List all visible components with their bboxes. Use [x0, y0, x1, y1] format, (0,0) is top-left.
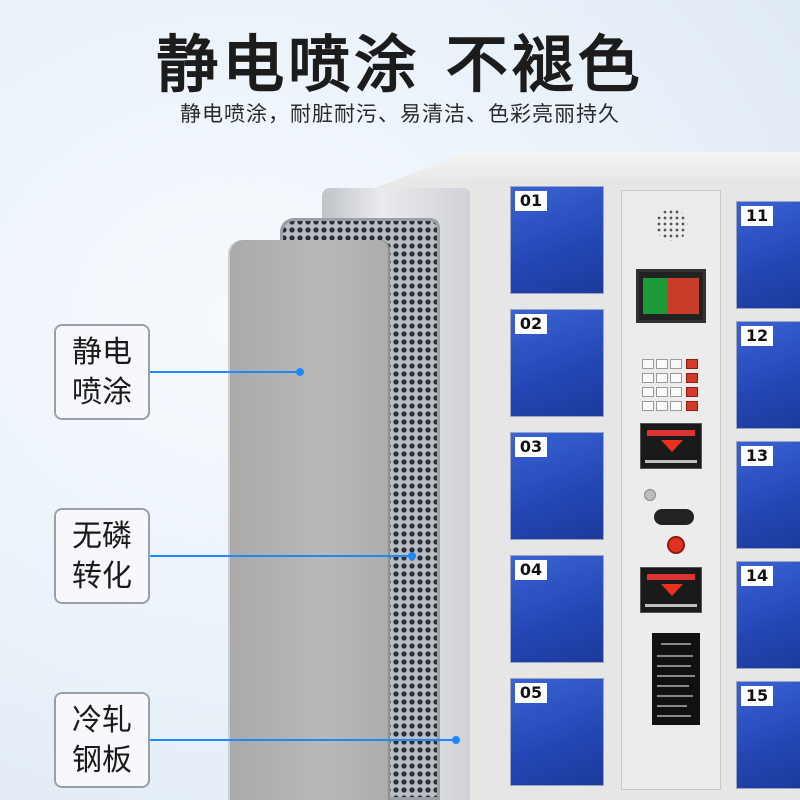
instruction-plate — [652, 633, 700, 725]
locker-number: 11 — [741, 206, 773, 226]
button-label — [654, 509, 694, 525]
keyhole — [644, 489, 656, 501]
locker-number: 14 — [741, 566, 773, 586]
deposit-sign — [640, 423, 702, 469]
control-panel — [621, 190, 721, 790]
callout-phosphorus-free: 无磷 转化 — [54, 508, 150, 604]
locker-door: 02 — [510, 309, 604, 417]
callout-text: 静电 — [72, 335, 132, 370]
locker-door: 04 — [510, 555, 604, 663]
leader-line — [150, 371, 300, 373]
subline: 静电喷涂，耐脏耐污、易清洁、色彩亮丽持久 — [180, 102, 620, 126]
locker-number: 13 — [741, 446, 773, 466]
locker-door: 15 — [736, 681, 800, 789]
locker-number: 15 — [741, 686, 773, 706]
display-screen — [636, 269, 706, 323]
leader-line — [150, 739, 456, 741]
locker-number: 12 — [741, 326, 773, 346]
locker-number: 02 — [515, 314, 547, 334]
leader-line — [150, 555, 412, 557]
keypad — [642, 359, 706, 419]
locker-door: 13 — [736, 441, 800, 549]
locker-number: 03 — [515, 437, 547, 457]
callout-text: 转化 — [72, 559, 132, 594]
callout-cold-rolled-steel: 冷轧 钢板 — [54, 692, 150, 788]
headline: 静电喷涂 不褪色 — [156, 28, 644, 101]
callout-text: 无磷 — [72, 519, 132, 554]
callout-text: 喷涂 — [72, 375, 132, 410]
leader-dot — [452, 736, 460, 744]
locker-number: 05 — [515, 683, 547, 703]
locker-door: 14 — [736, 561, 800, 669]
leader-dot — [296, 368, 304, 376]
pickup-sign — [640, 567, 702, 613]
locker-number: 04 — [515, 560, 547, 580]
callout-electrostatic-spray: 静电 喷涂 — [54, 324, 150, 420]
leader-dot — [408, 552, 416, 560]
callout-text: 钢板 — [72, 743, 132, 778]
locker-door: 12 — [736, 321, 800, 429]
locker-door: 01 — [510, 186, 604, 294]
locker-door: 05 — [510, 678, 604, 786]
locker-door: 03 — [510, 432, 604, 540]
powder-coating-layer — [228, 240, 390, 800]
locker-number: 01 — [515, 191, 547, 211]
callout-text: 冷轧 — [72, 703, 132, 738]
red-button — [667, 536, 685, 554]
speaker-grille — [656, 209, 688, 241]
locker-door: 11 — [736, 201, 800, 309]
